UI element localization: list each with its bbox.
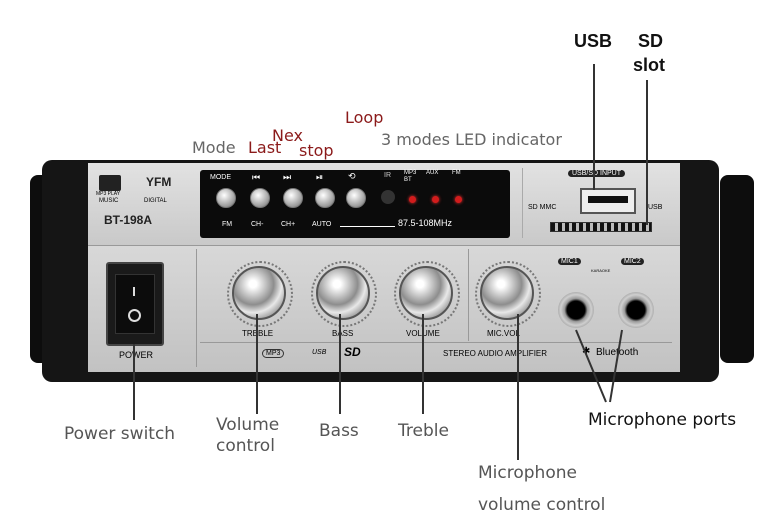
volume-knob-ring [394,261,460,327]
loop-annotation: Loop [345,108,384,127]
loop-button[interactable] [346,188,366,208]
power-label: POWER [119,350,154,360]
bluetooth-icon: ✱ [582,346,591,357]
mp3-disc-icon [99,175,121,191]
play-pause-caption: ⏯ [316,172,324,182]
mode-annotation: Mode [192,138,236,157]
led-label-fm: FM [452,170,461,176]
last-annotation: Last [248,138,282,157]
bass-pointer-line [339,314,341,414]
mode-button-caption: MODE [210,174,231,181]
usb-port-tongue [588,196,628,203]
divider-vert-2 [468,249,469,341]
volume-pointer-line [256,314,258,414]
usb-port[interactable] [580,188,636,214]
bass-knob[interactable] [316,266,370,320]
sd-card-slot[interactable] [550,222,652,232]
mic-vol-pointer-line [517,314,519,460]
led-label-aux: AUX [426,170,439,176]
next-button-caption: ⏭ [283,172,292,182]
fm-logo-text: FM [154,175,172,189]
ch-minus-caption: CH- [251,221,264,228]
mic-volume-annotation-line1: Microphone [478,463,577,483]
led-fm [455,196,462,203]
prev-button[interactable] [250,188,270,208]
treble-annotation: Treble [398,421,449,441]
model-number: BT-198A [104,213,153,227]
divider-vert-1 [196,249,197,367]
led-aux [432,196,439,203]
fm-logo-symbol: Y [146,175,155,189]
mic-vol-knob-label: MIC.VOL [487,329,520,338]
loop-caption: ⟲ [348,171,356,181]
microphone-ports-annotation: Microphone ports [588,410,737,430]
bass-knob-label: BASS [332,329,354,338]
led-label-mp3: MP3 BT [404,170,417,183]
bluetooth-label: Bluetooth [596,347,639,358]
usb-annotation: USB [574,31,613,51]
next-button[interactable] [283,188,303,208]
frequency-divider [340,226,395,227]
next-annotation: Nex [272,126,303,145]
slot-annotation: slot [633,55,666,75]
badge-sd: SD [344,345,361,359]
led-indicator-annotation: 3 modes LED indicator [381,130,562,149]
treble-knob-ring [227,261,293,327]
mp3-play-caption: MP3 PLAY [96,191,121,197]
fm-logo: YFM [146,175,171,189]
usb-sd-section [522,168,673,238]
usb-port-label: USB [648,204,663,211]
power-pointer-line [133,344,135,420]
stereo-amplifier-label: STEREO AUDIO AMPLIFIER [443,349,548,358]
mic-vol-knob-ring [475,261,541,327]
sd-annotation: SD [638,31,664,51]
volume-control-annotation-line1: Volume [216,415,280,435]
stop-annotation: stop [299,141,334,160]
mic1-label: MIC1 [558,258,581,265]
mic-ports-pointer-lines [575,329,623,403]
sd-pointer-line [646,80,648,225]
mic2-label: MIC2 [621,258,644,265]
bass-annotation: Bass [319,421,359,441]
ir-label: IR [384,172,391,179]
play-pause-button[interactable] [315,188,335,208]
ch-plus-caption: CH+ [281,221,296,228]
karaoke-label: KARAOKE [591,268,611,273]
badge-mp3: MP3 [262,349,285,358]
volume-knob[interactable] [399,266,453,320]
mic2-jack[interactable] [618,292,654,328]
right-handle [720,175,754,363]
usb-pointer-line [593,64,595,190]
power-on-mark [133,287,135,296]
power-switch-annotation: Power switch [64,424,176,444]
fm-button-caption: FM [222,221,233,228]
bottom-strip-divider [200,342,672,343]
brand-logo-block: MP3 PLAY MUSIC YFM DIGITAL BT-198A [96,175,186,230]
mic-volume-knob[interactable] [480,266,534,320]
power-off-mark [128,309,141,322]
volume-control-annotation-line2: control [216,436,275,456]
ir-sensor [381,190,395,204]
power-switch[interactable] [106,262,164,346]
frequency-range: 87.5-108MHz [398,218,453,228]
auto-caption: AUTO [312,221,332,228]
power-switch-rocker [115,274,155,334]
mic1-jack[interactable] [558,292,594,328]
badge-usb: USB [312,349,327,356]
bass-knob-ring [311,261,377,327]
treble-pointer-line [422,314,424,414]
mode-button[interactable] [216,188,236,208]
music-caption: MUSIC [99,198,119,204]
mic-volume-annotation-line2: volume control [478,495,606,515]
treble-knob[interactable] [232,266,286,320]
prev-button-caption: ⏮ [252,172,261,182]
sd-mmc-label: SD MMC [528,204,557,211]
digital-caption: DIGITAL [144,198,167,204]
usb-sd-input-label: USB/SD INPUT [568,170,626,177]
led-mp3 [409,196,416,203]
